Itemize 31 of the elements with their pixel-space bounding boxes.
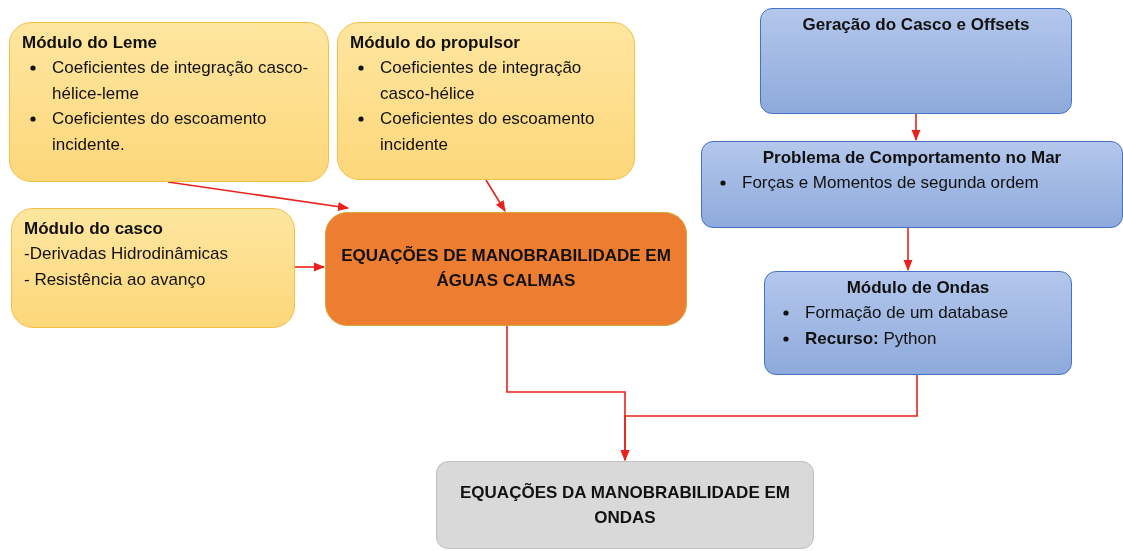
box-heading: Módulo de Ondas — [845, 278, 991, 298]
arrow — [294, 262, 326, 272]
box-heading: Módulo do casco — [24, 219, 164, 239]
box-title: EQUAÇÕES DE MANOBRABILIDADE EM ÁGUAS CALMAS — [340, 245, 672, 292]
box-heading: Geração do Casco e Offsets — [801, 15, 1031, 35]
arrow — [911, 113, 921, 142]
box-heading: Problema de Comportamento no Mar — [761, 148, 1063, 168]
result-box — [436, 461, 814, 549]
module-box — [337, 22, 635, 180]
bullet-item: Forças e Momentos de segunda ordem — [742, 172, 1040, 194]
bullet-item: Formação de um database — [805, 302, 1010, 324]
box-title: EQUAÇÕES DA MANOBRABILIDADE EM ONDAS — [459, 481, 791, 529]
bullet-item: Coeficientes de integração casco-hélice-leme — [52, 57, 310, 105]
text-line: - Resistência ao avanço — [24, 268, 207, 291]
box-heading: Módulo do propulsor — [350, 33, 521, 53]
module-box — [11, 208, 295, 328]
process-box — [764, 271, 1072, 375]
process-box — [760, 8, 1072, 114]
process-box — [325, 212, 687, 326]
module-box — [9, 22, 329, 182]
bullet-item: Coeficientes do escoamento incidente. — [52, 108, 268, 156]
arrow — [485, 179, 506, 212]
box-heading: Módulo do Leme — [22, 33, 159, 53]
arrow — [620, 374, 918, 462]
process-box — [701, 141, 1123, 228]
bullet-item: Coeficientes de integração casco-hélice — [380, 57, 583, 105]
bullet-item: Coeficientes do escoamento incidente — [380, 108, 596, 156]
arrow — [903, 227, 913, 272]
arrow — [167, 181, 350, 211]
bullet-item: Recurso: Python — [805, 327, 938, 350]
text-line: -Derivadas Hidrodinâmicas — [24, 243, 230, 265]
